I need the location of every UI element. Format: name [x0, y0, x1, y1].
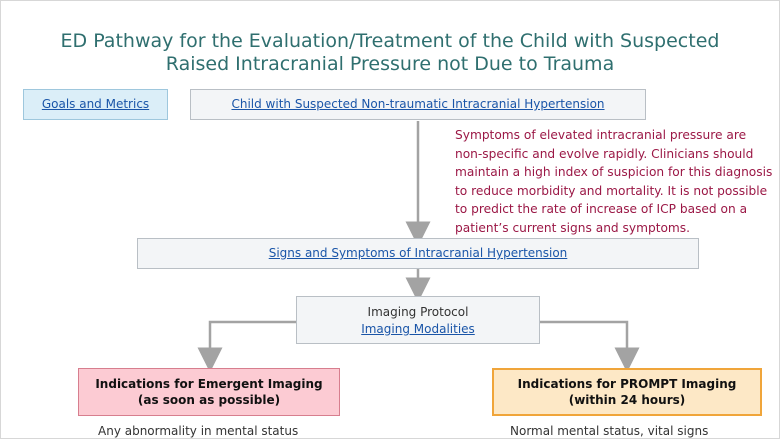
signs-box: Signs and Symptoms of Intracranial Hyper… — [137, 238, 699, 269]
prompt-title: Indications for PROMPT Imaging — [517, 377, 737, 391]
emergent-detail: Any abnormality in mental status — [98, 424, 299, 438]
prompt-subtitle: (within 24 hours) — [568, 393, 686, 407]
arrow-imaging-to-prompt — [540, 320, 640, 373]
imaging-modalities-link[interactable]: Imaging Modalities — [361, 322, 475, 336]
signs-symptoms-link[interactable]: Signs and Symptoms of Intracranial Hyper… — [268, 246, 568, 260]
goals-and-metrics-link[interactable]: Goals and Metrics — [41, 97, 150, 111]
child-suspected-link[interactable]: Child with Suspected Non-traumatic Intra… — [231, 97, 605, 111]
imaging-protocol-label: Imaging Protocol — [367, 305, 469, 319]
title-line-2: Raised Intracranial Pressure not Due to … — [165, 53, 615, 75]
imaging-box: Imaging Protocol Imaging Modalities — [296, 296, 540, 344]
emergent-subtitle: (as soon as possible) — [137, 393, 281, 407]
prompt-box: Indications for PROMPT Imaging (within 2… — [492, 368, 762, 416]
emergent-box: Indications for Emergent Imaging (as soo… — [78, 368, 340, 416]
child-box: Child with Suspected Non-traumatic Intra… — [190, 89, 646, 120]
goals-box: Goals and Metrics — [23, 89, 168, 120]
prompt-detail: Normal mental status, vital signs — [510, 424, 709, 438]
title-line-1: ED Pathway for the Evaluation/Treatment … — [60, 30, 720, 52]
arrow-imaging-to-emergent — [197, 320, 296, 373]
page-title: ED Pathway for the Evaluation/Treatment … — [0, 30, 780, 76]
icp-note: Symptoms of elevated intracranial pressu… — [455, 128, 773, 235]
emergent-title: Indications for Emergent Imaging — [95, 377, 323, 391]
